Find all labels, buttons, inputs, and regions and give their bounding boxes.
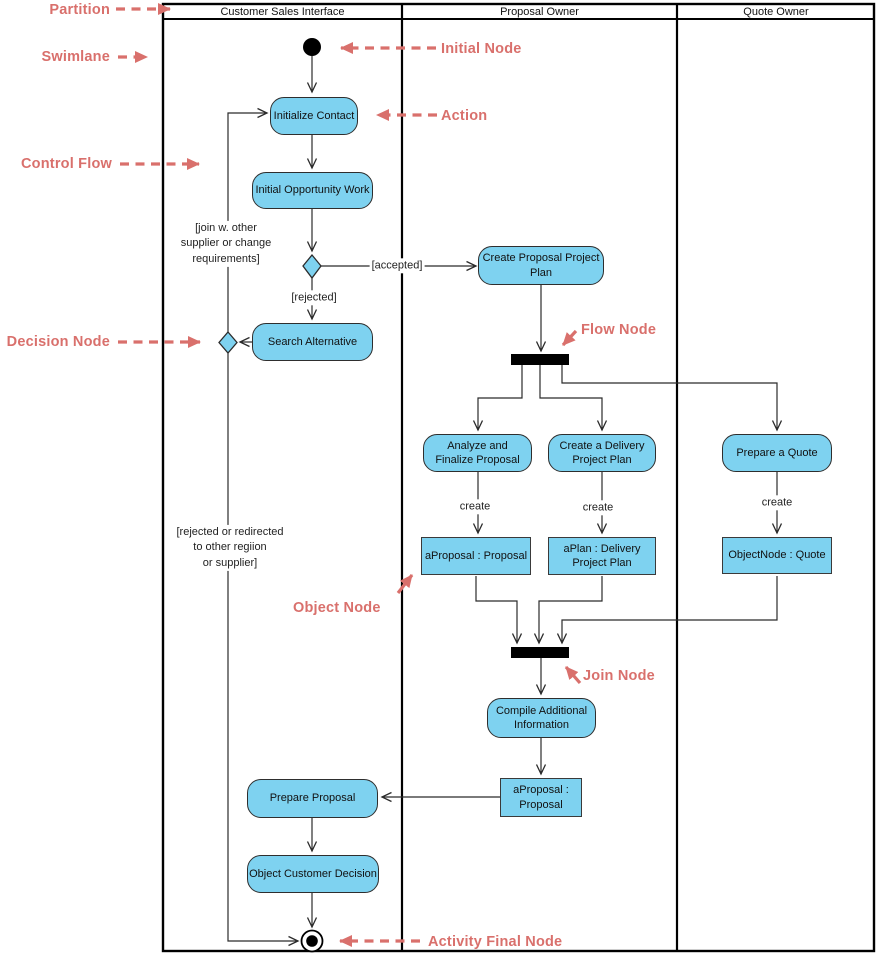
annotation-initial-node: Initial Node (441, 41, 522, 57)
annotation-partition: Partition (49, 2, 110, 18)
fork-bar (511, 354, 569, 365)
action-prepare-a-quote: Prepare a Quote (722, 434, 832, 472)
annotation-action: Action (441, 108, 488, 124)
annotation-arrows (116, 3, 582, 947)
join-bar (511, 647, 569, 658)
edge-aproposal-to-join (475, 576, 523, 645)
lane-header-quote-owner: Quote Owner (743, 5, 809, 18)
action-object-customer-decision: Object Customer Decision (247, 855, 379, 893)
guard-join-other-supplier: [join w. other supplier or change requir… (178, 220, 274, 268)
edge-fork-to-quote (561, 365, 783, 432)
object-node-aproposal: aProposal : Proposal (421, 537, 531, 575)
decision-node-diamond (302, 253, 322, 280)
edge-label-create-3: create (759, 495, 795, 511)
object-node-aproposal-2: aProposal : Proposal (500, 778, 582, 817)
action-compile-additional-information: Compile Additional Information (487, 698, 596, 738)
annotation-swimlane: Swimlane (41, 49, 110, 65)
guard-accepted: [accepted] (369, 258, 425, 274)
edge-quoteobject-to-join (556, 576, 778, 645)
annotation-decision-node: Decision Node (6, 334, 110, 350)
flow-node-arrow (561, 329, 578, 347)
edge-label-create-2: create (580, 500, 616, 516)
initial-node (303, 38, 321, 56)
guard-rejected-redirected: [rejected or redirected to other regiion… (174, 524, 286, 572)
action-prepare-proposal: Prepare Proposal (247, 779, 378, 818)
activity-final-node-inner (306, 935, 318, 947)
frame-border (161, 2, 876, 953)
action-initial-opportunity-work: Initial Opportunity Work (252, 172, 373, 209)
edge-aplan-to-join (533, 576, 603, 645)
annotation-flow-node: Flow Node (581, 322, 657, 338)
edge-merge-to-final (227, 353, 300, 947)
object-node-quote: ObjectNode : Quote (722, 537, 832, 574)
join-node-arrow (564, 665, 582, 685)
action-analyze-finalize-proposal: Analyze and Finalize Proposal (423, 434, 532, 472)
action-create-delivery-project-plan: Create a Delivery Project Plan (548, 434, 656, 472)
edge-label-create-1: create (457, 499, 493, 515)
action-create-proposal-project-plan: Create Proposal Project Plan (478, 246, 604, 285)
object-node-arrow (396, 574, 414, 594)
object-node-aplan: aPlan : Delivery Project Plan (548, 537, 656, 575)
annotation-control-flow: Control Flow (21, 156, 112, 172)
action-initialize-contact: Initialize Contact (270, 97, 358, 135)
annotation-join-node: Join Node (583, 668, 655, 684)
lane-header-customer-sales: Customer Sales Interface (220, 5, 345, 18)
annotation-object-node: Object Node (293, 600, 381, 616)
edge-fork-to-delivery (539, 365, 608, 432)
swimlane-frame (161, 2, 876, 953)
control-flows (227, 56, 783, 947)
action-search-alternative: Search Alternative (252, 323, 373, 361)
lane-header-proposal-owner: Proposal Owner (500, 5, 579, 18)
guard-rejected: [rejected] (289, 290, 339, 306)
merge-node-diamond (218, 331, 238, 354)
annotation-activity-final-node: Activity Final Node (428, 934, 563, 950)
edge-fork-to-analyze (472, 365, 523, 432)
